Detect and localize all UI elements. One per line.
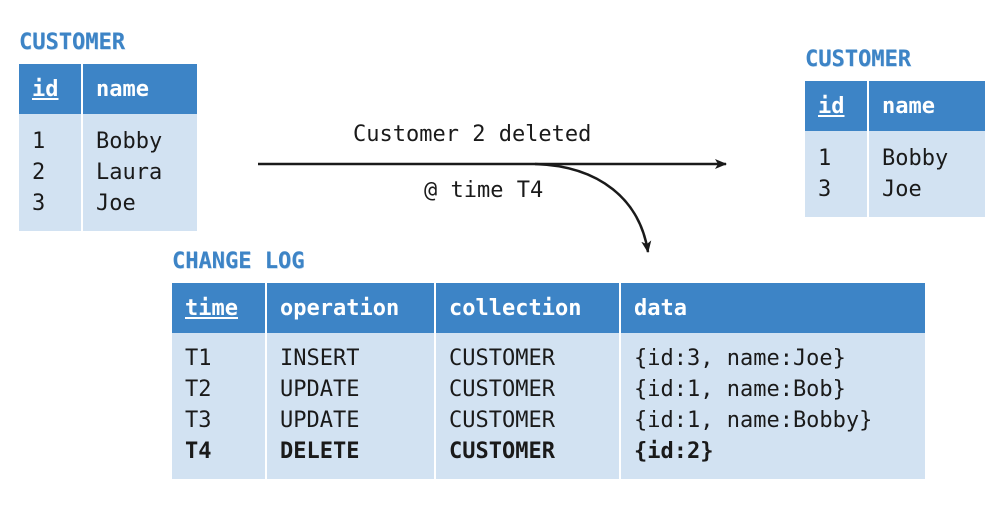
column-header-data: data <box>619 283 925 333</box>
cell-id: 1 <box>818 146 832 171</box>
collection-column: CUSTOMER CUSTOMER CUSTOMER CUSTOMER <box>434 333 620 479</box>
cell-operation: UPDATE <box>280 408 360 433</box>
column-header-id: id <box>19 64 82 114</box>
cell-name: Bobby <box>96 129 163 154</box>
customer-before-table: id name 1 2 3 Bobby Laura Joe <box>19 64 197 231</box>
cell-collection: CUSTOMER <box>449 377 555 402</box>
name-column: Bobby Laura Joe <box>81 114 197 231</box>
data-column: {id:3, name:Joe} {id:1, name:Bob} {id:1,… <box>619 333 925 479</box>
change-log-table: time operation collection data T1 T2 T3 … <box>172 283 925 479</box>
name-column: Bobby Joe <box>867 131 985 217</box>
cell-data: {id:1, name:Bobby} <box>634 408 873 433</box>
cell-collection: CUSTOMER <box>449 408 555 433</box>
time-column: T1 T2 T3 T4 <box>172 333 266 479</box>
cell-name: Joe <box>96 191 136 216</box>
cell-name: Joe <box>882 177 922 202</box>
cell-operation: DELETE <box>280 439 360 464</box>
cell-collection: CUSTOMER <box>449 346 555 371</box>
cell-time: T1 <box>185 346 212 371</box>
operation-column: INSERT UPDATE UPDATE DELETE <box>265 333 435 479</box>
cell-operation: INSERT <box>280 346 360 371</box>
cell-id: 3 <box>32 191 46 216</box>
customer-after-title: CUSTOMER <box>805 47 911 72</box>
cell-name: Laura <box>96 160 163 185</box>
cell-data: {id:1, name:Bob} <box>634 377 846 402</box>
cell-id: 3 <box>818 177 832 202</box>
transition-time-label: @ time T4 <box>424 178 544 203</box>
id-column: 1 3 <box>805 131 868 217</box>
table-body: T1 T2 T3 T4 INSERT UPDATE UPDATE DELETE … <box>172 333 925 479</box>
cell-id: 1 <box>32 129 46 154</box>
id-column: 1 2 3 <box>19 114 82 231</box>
transition-label: Customer 2 deleted <box>353 122 592 147</box>
cell-data: {id:2} <box>634 439 714 464</box>
cell-name: Bobby <box>882 146 949 171</box>
cell-time: T2 <box>185 377 212 402</box>
cell-time: T3 <box>185 408 212 433</box>
column-header-collection: collection <box>434 283 620 333</box>
column-header-name: name <box>81 64 197 114</box>
customer-after-table: id name 1 3 Bobby Joe <box>805 81 985 217</box>
cell-collection: CUSTOMER <box>449 439 555 464</box>
table-body: 1 3 Bobby Joe <box>805 131 985 217</box>
column-header-time: time <box>172 283 266 333</box>
log-append-arrow <box>534 162 652 253</box>
column-header-operation: operation <box>265 283 435 333</box>
customer-before-title: CUSTOMER <box>19 30 125 55</box>
cell-time: T4 <box>185 439 212 464</box>
change-log-title: CHANGE LOG <box>172 249 305 274</box>
cell-id: 2 <box>32 160 46 185</box>
cell-data: {id:3, name:Joe} <box>634 346 846 371</box>
table-body: 1 2 3 Bobby Laura Joe <box>19 114 197 231</box>
cell-operation: UPDATE <box>280 377 360 402</box>
column-header-id: id <box>805 81 868 131</box>
column-header-name: name <box>867 81 985 131</box>
